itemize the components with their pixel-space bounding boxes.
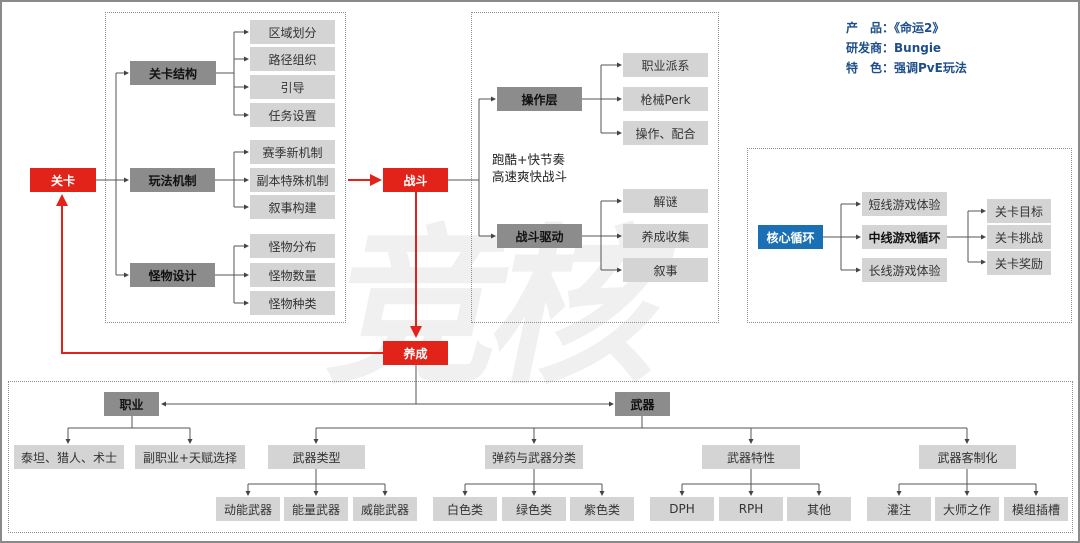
level-node[interactable]: 关卡 bbox=[30, 168, 96, 192]
core-loop-sub-item[interactable]: 关卡目标 bbox=[987, 199, 1051, 223]
combat-item[interactable]: 解谜 bbox=[623, 189, 708, 213]
level-group-structure[interactable]: 关卡结构 bbox=[130, 61, 216, 85]
level-item[interactable]: 路径组织 bbox=[250, 47, 335, 71]
weapon-item[interactable]: 威能武器 bbox=[353, 497, 417, 521]
level-item[interactable]: 任务设置 bbox=[250, 103, 335, 127]
growth-class-node[interactable]: 职业 bbox=[104, 392, 159, 416]
info-product: 产 品：《命运2》 bbox=[846, 21, 945, 35]
combat-item[interactable]: 叙事 bbox=[623, 258, 708, 282]
level-group-mechanics[interactable]: 玩法机制 bbox=[130, 168, 215, 192]
growth-weapon-node[interactable]: 武器 bbox=[615, 392, 670, 416]
weapon-group[interactable]: 弹药与武器分类 bbox=[485, 445, 583, 469]
core-loop-item[interactable]: 中线游戏循环 bbox=[862, 225, 947, 249]
weapon-item[interactable]: RPH bbox=[719, 497, 783, 521]
weapon-group[interactable]: 武器类型 bbox=[268, 445, 365, 469]
level-item[interactable]: 怪物种类 bbox=[250, 291, 335, 315]
game-info: 产 品：《命运2》 研发商：Bungie 特 色：强调PvE玩法 bbox=[846, 18, 967, 78]
combat-group-drive[interactable]: 战斗驱动 bbox=[497, 224, 582, 248]
weapon-item[interactable]: 灌注 bbox=[867, 497, 931, 521]
weapon-item[interactable]: 紫色类 bbox=[570, 497, 634, 521]
combat-item[interactable]: 养成收集 bbox=[623, 224, 708, 248]
weapon-item[interactable]: 白色类 bbox=[433, 497, 497, 521]
growth-node[interactable]: 养成 bbox=[383, 341, 448, 365]
level-item[interactable]: 区域划分 bbox=[250, 20, 335, 44]
level-group-monsters[interactable]: 怪物设计 bbox=[130, 263, 215, 287]
combat-note-line-2: 高速爽快战斗 bbox=[492, 169, 568, 184]
combat-note-line-1: 跑酷+快节奏 bbox=[492, 152, 565, 167]
weapon-item[interactable]: DPH bbox=[650, 497, 714, 521]
weapon-group[interactable]: 武器客制化 bbox=[919, 445, 1016, 469]
weapon-group[interactable]: 武器特性 bbox=[702, 445, 800, 469]
weapon-item[interactable]: 模组插槽 bbox=[1004, 497, 1068, 521]
class-item[interactable]: 泰坦、猎人、术士 bbox=[14, 445, 124, 469]
level-item[interactable]: 怪物分布 bbox=[250, 234, 335, 258]
weapon-item[interactable]: 大师之作 bbox=[935, 497, 999, 521]
info-developer: 研发商：Bungie bbox=[846, 41, 942, 55]
combat-item[interactable]: 职业派系 bbox=[623, 53, 708, 77]
combat-item[interactable]: 枪械Perk bbox=[623, 87, 708, 111]
level-item[interactable]: 引导 bbox=[250, 75, 335, 99]
core-loop-sub-item[interactable]: 关卡奖励 bbox=[987, 251, 1051, 275]
level-item[interactable]: 副本特殊机制 bbox=[250, 168, 335, 192]
level-item[interactable]: 赛季新机制 bbox=[250, 140, 335, 164]
weapon-item[interactable]: 其他 bbox=[787, 497, 851, 521]
weapon-item[interactable]: 绿色类 bbox=[502, 497, 566, 521]
level-item[interactable]: 叙事构建 bbox=[250, 195, 335, 219]
level-group-box bbox=[105, 12, 346, 323]
level-item[interactable]: 怪物数量 bbox=[250, 263, 335, 287]
class-item[interactable]: 副职业+天赋选择 bbox=[135, 445, 245, 469]
core-loop-node[interactable]: 核心循环 bbox=[758, 225, 823, 249]
combat-note: 跑酷+快节奏 高速爽快战斗 bbox=[492, 151, 567, 185]
combat-group-box bbox=[471, 12, 719, 323]
weapon-item[interactable]: 能量武器 bbox=[284, 497, 348, 521]
core-loop-box bbox=[747, 148, 1072, 323]
combat-group-operation[interactable]: 操作层 bbox=[497, 87, 582, 111]
core-loop-item[interactable]: 长线游戏体验 bbox=[862, 258, 947, 282]
combat-item[interactable]: 操作、配合 bbox=[623, 121, 708, 145]
core-loop-item[interactable]: 短线游戏体验 bbox=[862, 192, 947, 216]
info-feature: 特 色：强调PvE玩法 bbox=[846, 61, 967, 75]
weapon-item[interactable]: 动能武器 bbox=[216, 497, 280, 521]
growth-group-box bbox=[8, 381, 1073, 533]
core-loop-sub-item[interactable]: 关卡挑战 bbox=[987, 225, 1051, 249]
combat-node[interactable]: 战斗 bbox=[383, 168, 448, 192]
